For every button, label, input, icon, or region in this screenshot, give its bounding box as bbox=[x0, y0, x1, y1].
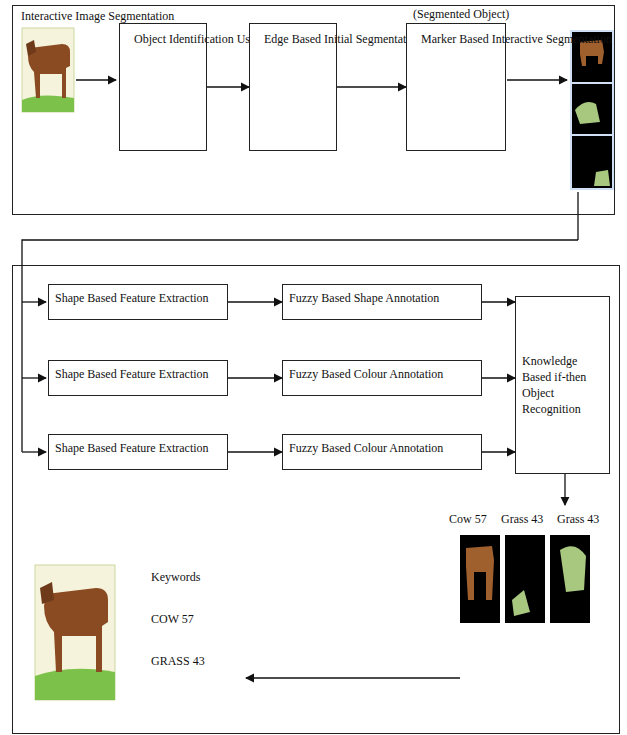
keywords-heading: Keywords bbox=[150, 570, 201, 585]
process-box: Shape Based Feature Extraction bbox=[48, 434, 228, 470]
flow-arrow bbox=[228, 301, 282, 302]
box-label: Shape Based Feature Extraction bbox=[49, 435, 227, 461]
recognised-objects bbox=[460, 535, 590, 623]
process-box: Shape Based Feature Extraction bbox=[48, 360, 228, 396]
box-label: Knowledge Based if-then Object Recogniti… bbox=[516, 348, 609, 423]
process-box: Marker Based Interactive Segmentation bbox=[406, 23, 506, 151]
segmentation-panel: Interactive Image SegmentationObject Ide… bbox=[12, 5, 615, 215]
annotated-image bbox=[35, 565, 115, 700]
process-box: Fuzzy Based Shape Annotation bbox=[282, 284, 482, 320]
flow-arrow bbox=[482, 377, 515, 378]
keyword: COW 57 bbox=[150, 612, 195, 627]
segmented-thumbnail bbox=[570, 30, 614, 190]
box-label: Shape Based Feature Extraction bbox=[49, 285, 227, 311]
process-box: Shape Based Feature Extraction bbox=[48, 284, 228, 320]
flow-arrow bbox=[482, 301, 515, 302]
box-label: Marker Based Interactive Segmentation bbox=[415, 26, 618, 52]
process-box: Knowledge Based if-then Object Recogniti… bbox=[515, 296, 610, 474]
flow-arrow bbox=[337, 86, 406, 87]
object-score: Grass 43 bbox=[556, 512, 600, 527]
flow-arrow bbox=[228, 451, 282, 452]
box-label: Shape Based Feature Extraction bbox=[49, 361, 227, 387]
flow-arrow bbox=[228, 377, 282, 378]
flow-arrow bbox=[482, 451, 515, 452]
output-caption: (Segmented Object) bbox=[412, 7, 510, 22]
object-score: Cow 57 bbox=[448, 512, 488, 527]
process-box: Object Identification Using Marker bbox=[119, 23, 207, 151]
keyword: GRASS 43 bbox=[150, 654, 206, 669]
object-score: Grass 43 bbox=[500, 512, 544, 527]
box-label: Fuzzy Based Colour Annotation bbox=[283, 435, 481, 461]
box-label: Fuzzy Based Shape Annotation bbox=[283, 285, 481, 311]
process-box: Fuzzy Based Colour Annotation bbox=[282, 434, 482, 470]
box-label: Fuzzy Based Colour Annotation bbox=[283, 361, 481, 387]
process-box: Fuzzy Based Colour Annotation bbox=[282, 360, 482, 396]
bottom-panel bbox=[13, 266, 620, 734]
flow-arrow bbox=[207, 86, 249, 87]
cow-image bbox=[22, 28, 74, 112]
box-label: Edge Based Initial Segmentation bbox=[258, 26, 428, 52]
process-box: Edge Based Initial Segmentation bbox=[249, 23, 337, 151]
panel-heading: Interactive Image Segmentation bbox=[21, 8, 174, 24]
